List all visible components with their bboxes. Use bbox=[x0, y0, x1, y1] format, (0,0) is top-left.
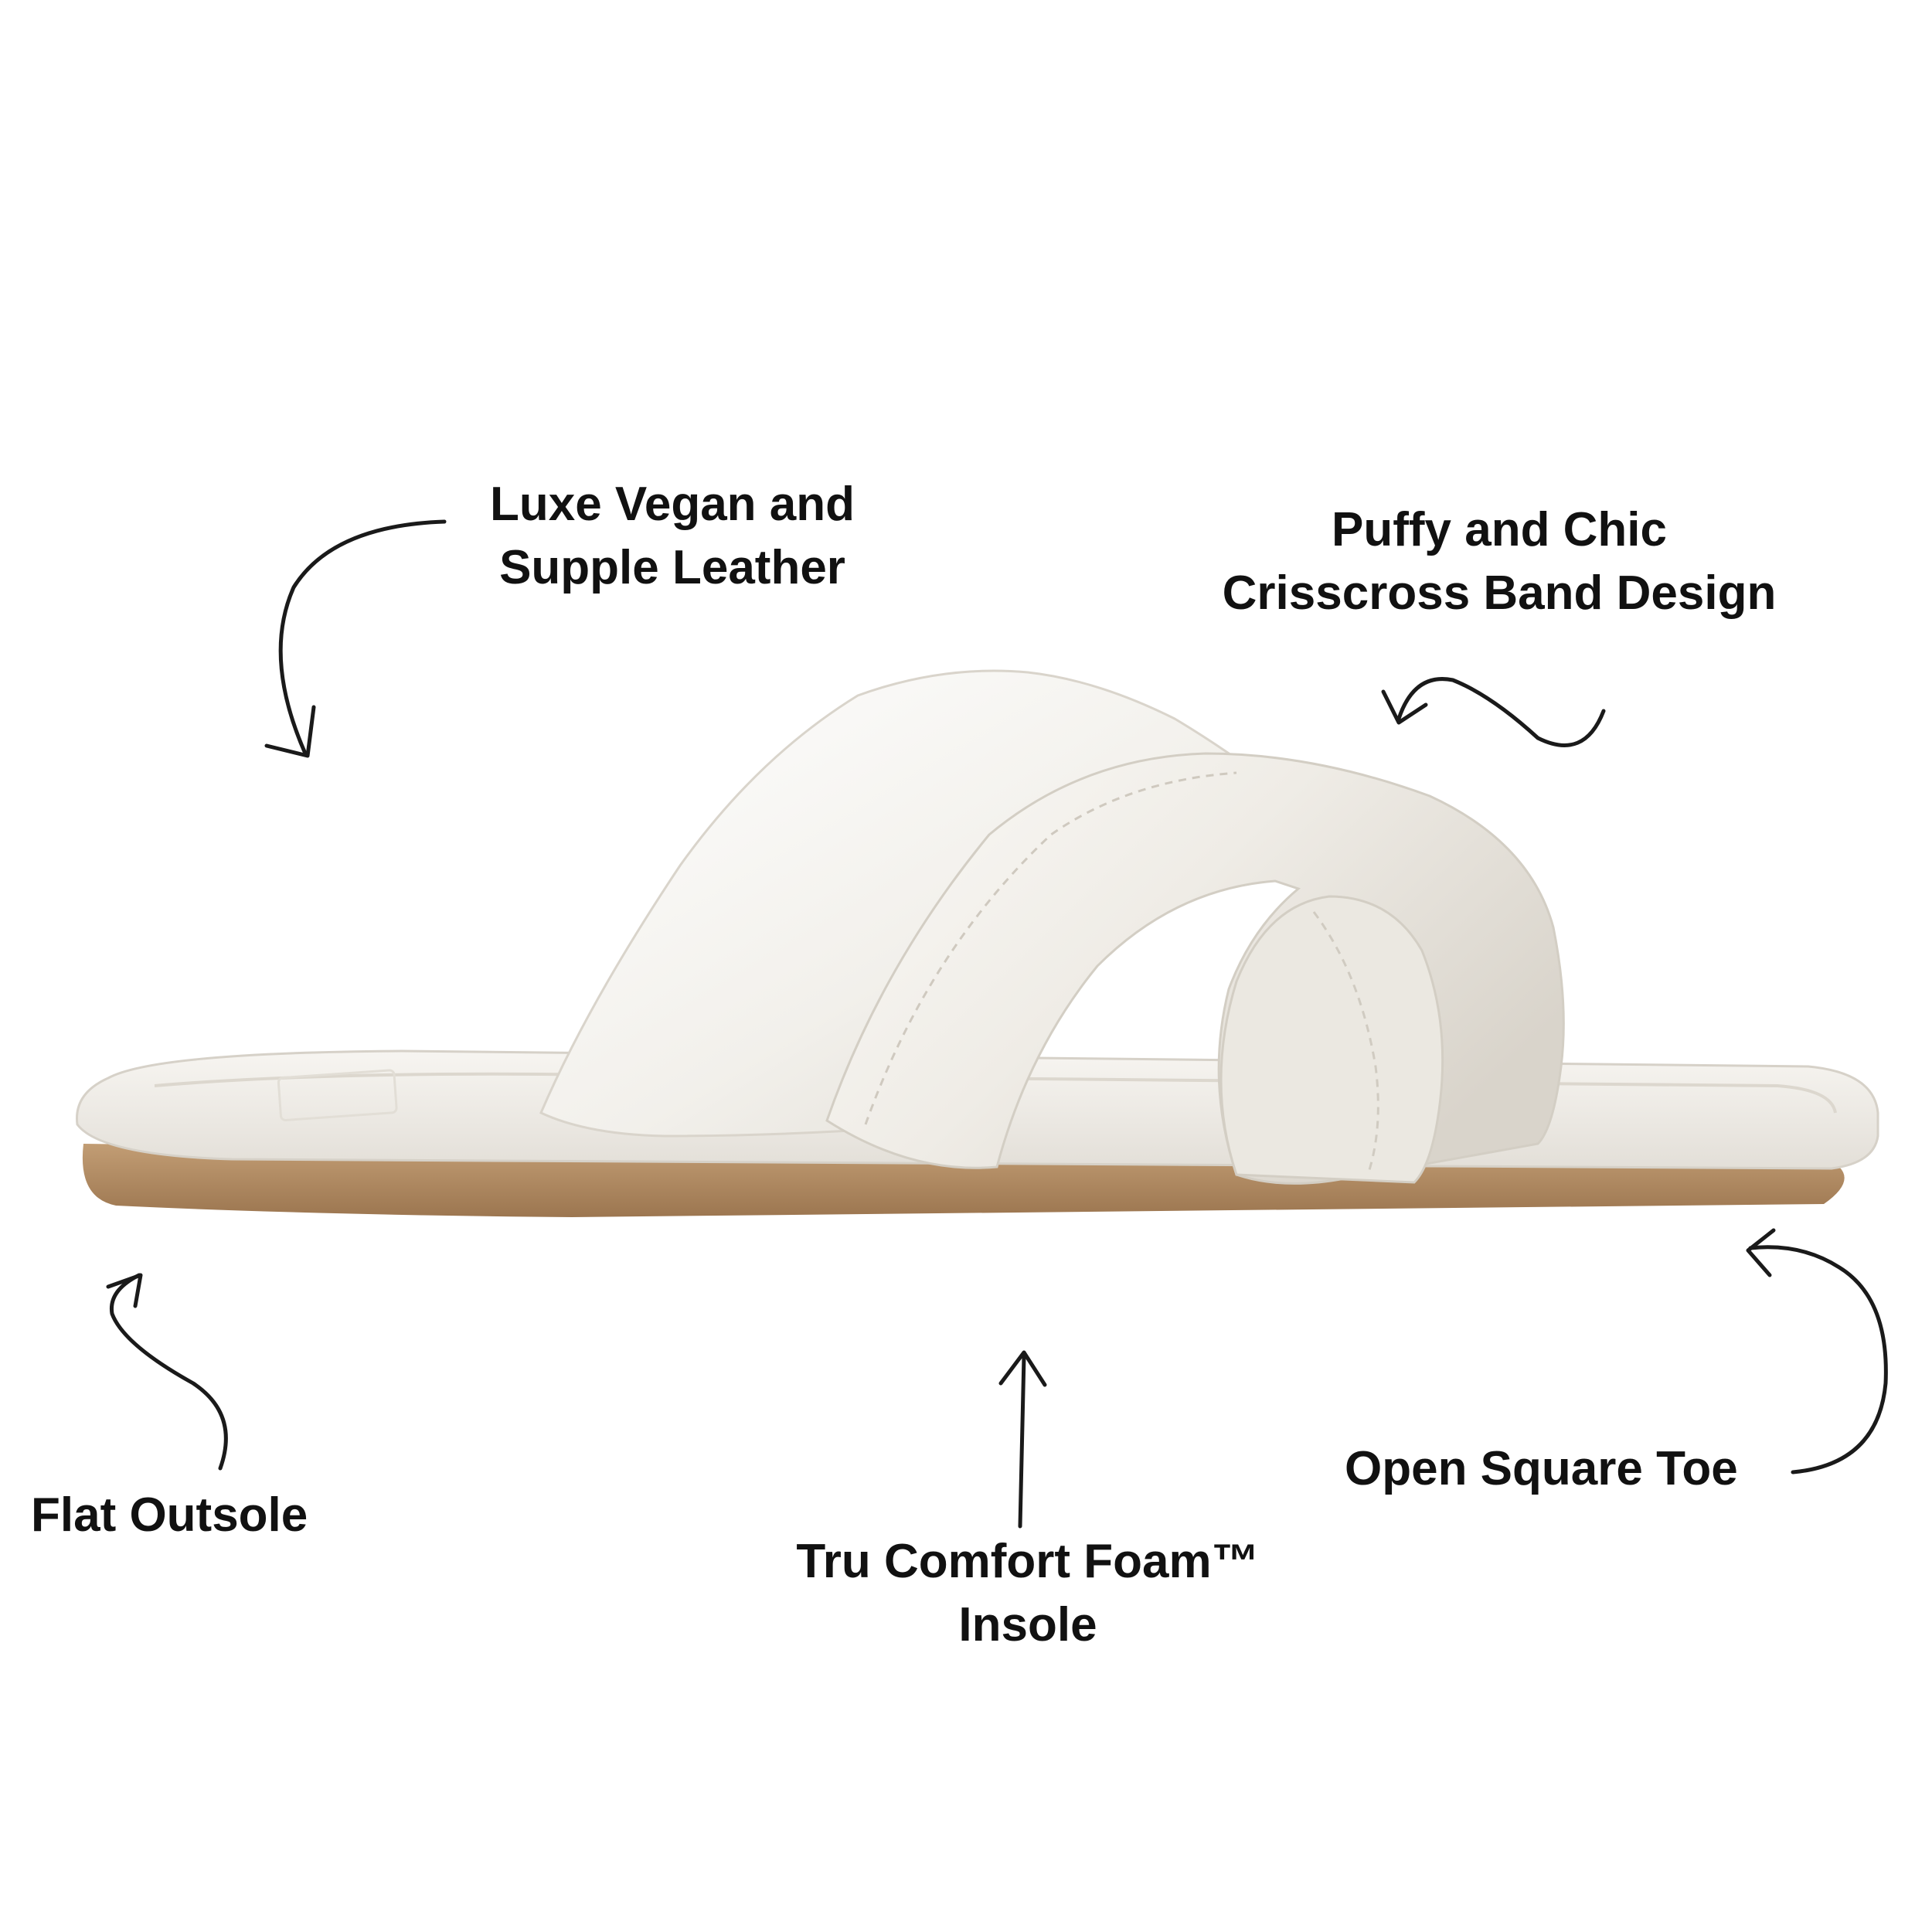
annotation-foam-line2: Insole bbox=[958, 1598, 1097, 1651]
annotation-foam: Tru Comfort Foam™ Insole bbox=[750, 1530, 1306, 1657]
straight-arrow-icon bbox=[998, 1350, 1047, 1529]
annotation-foam-line1: Tru Comfort Foam™ bbox=[796, 1535, 1260, 1588]
annotation-leather-line1: Luxe Vegan and bbox=[489, 478, 855, 531]
curved-arrow-icon bbox=[106, 1273, 228, 1471]
annotation-outsole: Flat Outsole bbox=[31, 1484, 402, 1547]
annotation-leather: Luxe Vegan and Supple Leather bbox=[433, 473, 912, 600]
twist-stitching bbox=[1312, 911, 1379, 1175]
annotation-leather-line2: Supple Leather bbox=[499, 541, 845, 594]
annotation-outsole-line1: Flat Outsole bbox=[31, 1488, 308, 1542]
annotation-band: Puffy and Chic Crisscross Band Design bbox=[1182, 498, 1816, 625]
curved-arrow-icon bbox=[1746, 1228, 1888, 1475]
footbed-inner-edge bbox=[154, 1072, 1837, 1114]
annotation-toe: Open Square Toe bbox=[1345, 1437, 1808, 1501]
annotation-band-line1: Puffy and Chic bbox=[1331, 503, 1668, 556]
strap-stitching bbox=[864, 771, 1237, 1125]
curved-arrow-icon bbox=[264, 519, 447, 758]
wavy-arrow-icon bbox=[1381, 677, 1606, 747]
sandal-illustration bbox=[76, 669, 1879, 1217]
brand-stamp bbox=[277, 1069, 398, 1121]
annotation-toe-line1: Open Square Toe bbox=[1345, 1442, 1738, 1495]
twist-strap bbox=[1219, 895, 1444, 1184]
annotation-band-line2: Crisscross Band Design bbox=[1222, 566, 1777, 620]
